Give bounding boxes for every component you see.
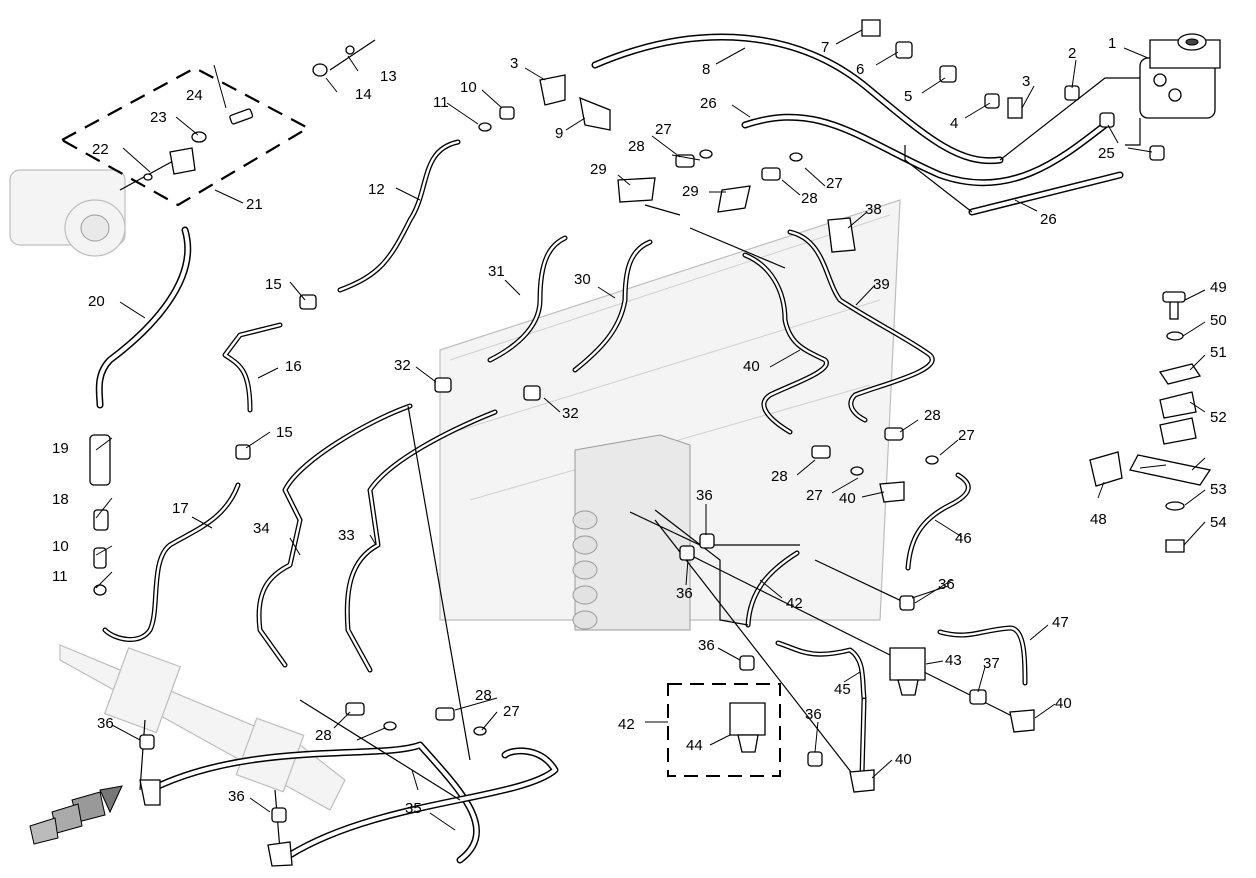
part-label: 39 xyxy=(873,276,890,293)
part-label: 28 xyxy=(771,468,788,485)
part-labels: 1 2 3 3 4 5 6 7 8 9 10 10 11 11 12 13 14… xyxy=(52,35,1227,817)
part-label: 4 xyxy=(950,115,958,132)
part-label: 10 xyxy=(460,79,477,96)
part-label: 29 xyxy=(590,161,607,178)
direction-arrow-icon xyxy=(29,785,123,845)
part-label: 24 xyxy=(186,87,203,104)
part-label: 50 xyxy=(1210,312,1227,329)
part-label: 26 xyxy=(1040,211,1057,228)
part-label: 51 xyxy=(1210,344,1227,361)
part-label: 17 xyxy=(172,500,189,517)
part-label: 28 xyxy=(628,138,645,155)
part-label: 36 xyxy=(698,637,715,654)
part-label: 45 xyxy=(834,681,851,698)
part-label: 53 xyxy=(1210,481,1227,498)
leader-lines xyxy=(95,29,1206,831)
part-label: 31 xyxy=(488,263,505,280)
part-label: 43 xyxy=(945,652,962,669)
part-label: 36 xyxy=(228,788,245,805)
part-label: 15 xyxy=(265,276,282,293)
part-label: 42 xyxy=(618,716,635,733)
part-label: 13 xyxy=(380,68,397,85)
part-label: 12 xyxy=(368,181,385,198)
part-label: 1 xyxy=(1108,35,1116,52)
part-label: 33 xyxy=(338,527,355,544)
part-label: 28 xyxy=(315,727,332,744)
part-label: 36 xyxy=(676,585,693,602)
part-label: 23 xyxy=(150,109,167,126)
part-label: 30 xyxy=(574,271,591,288)
part-label: 11 xyxy=(52,568,68,585)
part-label: 19 xyxy=(52,440,69,457)
part-label: 2 xyxy=(1068,45,1076,62)
part-label: 7 xyxy=(821,39,829,56)
part-label: 44 xyxy=(686,737,703,754)
part-label: 48 xyxy=(1090,511,1107,528)
part-label: 37 xyxy=(983,655,1000,672)
part-label: 40 xyxy=(1055,695,1072,712)
part-label: 49 xyxy=(1210,279,1227,296)
part-label: 25 xyxy=(1098,145,1115,162)
part-label: 47 xyxy=(1052,614,1069,631)
part-label: 11 xyxy=(433,94,449,111)
part-label: 32 xyxy=(394,357,411,374)
part-label: 36 xyxy=(97,715,114,732)
part-label: 14 xyxy=(355,86,372,103)
part-label: 36 xyxy=(696,487,713,504)
part-label: 38 xyxy=(865,201,882,218)
part-label: 27 xyxy=(958,427,975,444)
part-label: 28 xyxy=(801,190,818,207)
part-label: 54 xyxy=(1210,514,1227,531)
fittings xyxy=(89,19,1212,867)
orbitrol-valve xyxy=(1139,33,1221,119)
part-label: 52 xyxy=(1210,409,1227,426)
part-label: 22 xyxy=(92,141,109,158)
part-label: 28 xyxy=(475,687,492,704)
part-label: 40 xyxy=(839,490,856,507)
part-label: 35 xyxy=(405,800,422,817)
part-label: 42 xyxy=(786,595,803,612)
part-label: 46 xyxy=(955,530,972,547)
part-label: 10 xyxy=(52,538,69,555)
part-label: 18 xyxy=(52,491,69,508)
part-label: 6 xyxy=(856,61,864,78)
part-label: 40 xyxy=(743,358,760,375)
dashed-group-box xyxy=(59,66,311,207)
dashed-group-box xyxy=(667,683,781,777)
part-label: 40 xyxy=(895,751,912,768)
part-label: 15 xyxy=(276,424,293,441)
part-label: 3 xyxy=(510,55,518,72)
part-label: 8 xyxy=(702,61,710,78)
part-label: 5 xyxy=(904,88,912,105)
ghost-control-valve xyxy=(572,434,691,631)
part-label: 32 xyxy=(562,405,579,422)
part-label: 27 xyxy=(826,175,843,192)
part-label: 29 xyxy=(682,183,699,200)
part-label: 36 xyxy=(938,576,955,593)
part-label: 3 xyxy=(1022,73,1030,90)
part-label: 27 xyxy=(503,703,520,720)
part-label: 9 xyxy=(555,125,563,142)
part-label: 27 xyxy=(806,487,823,504)
part-label: 26 xyxy=(700,95,717,112)
part-label: 36 xyxy=(805,706,822,723)
part-label: 34 xyxy=(253,520,270,537)
part-label: 27 xyxy=(655,121,672,138)
part-label: 20 xyxy=(88,293,105,310)
ghost-pump-left xyxy=(9,169,126,257)
part-label: 16 xyxy=(285,358,302,375)
part-label: 28 xyxy=(924,407,941,424)
part-label: 21 xyxy=(246,196,263,213)
hoses xyxy=(95,33,1124,864)
